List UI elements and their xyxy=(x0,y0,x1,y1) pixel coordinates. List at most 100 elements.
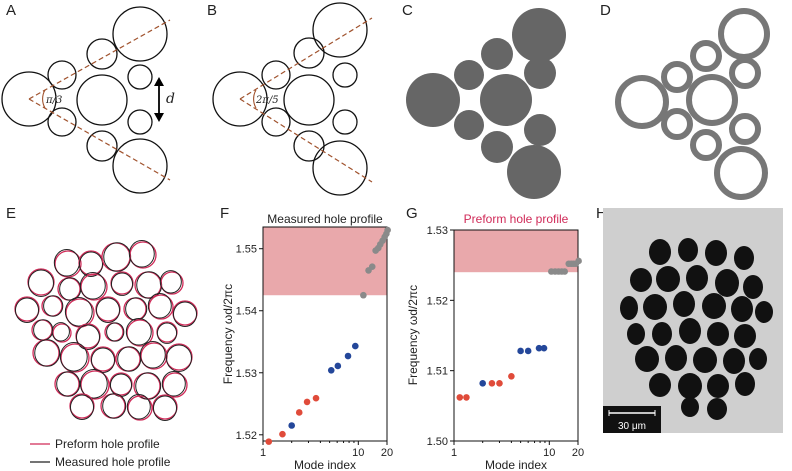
measured-hole xyxy=(166,344,192,372)
chart-f-frame xyxy=(262,226,388,442)
chart-g-xtick-label: 20 xyxy=(572,447,584,459)
sem-hole xyxy=(715,269,739,297)
measured-hole xyxy=(33,319,54,341)
sem-hole xyxy=(656,266,680,292)
preform-hole xyxy=(127,395,153,421)
preform-hole xyxy=(123,297,147,321)
chart-f-ytick-label: 1.52 xyxy=(236,430,257,442)
panel-label-e: E xyxy=(6,205,16,222)
measured-hole xyxy=(79,369,108,399)
sem-hole xyxy=(707,322,729,346)
chart-f-point-blue xyxy=(327,366,335,374)
panel-label-b: B xyxy=(207,2,217,19)
measured-hole xyxy=(156,322,178,344)
measured-hole xyxy=(125,318,152,346)
sem-hole xyxy=(702,293,726,319)
chart-f-xlabel: Mode index xyxy=(294,458,356,471)
chart-f-point-red xyxy=(265,438,273,445)
angle-label-b: 2π/5 xyxy=(255,95,279,106)
measured-hole xyxy=(34,339,61,367)
measured-hole xyxy=(102,393,127,419)
chart-g-point-blue xyxy=(517,347,524,355)
chart-g-ytick-label: 1.50 xyxy=(427,436,448,448)
chart-g-xtick-label: 1 xyxy=(451,447,457,459)
preform-hole xyxy=(57,277,81,301)
measured-hole xyxy=(147,293,172,319)
sem-hole xyxy=(735,372,755,396)
measured-hole xyxy=(75,324,101,350)
preform-hole xyxy=(52,323,72,343)
preform-hole xyxy=(109,372,133,396)
scale-bar-box xyxy=(603,406,661,433)
chart-g-point-red xyxy=(488,380,496,387)
chart-f-point-gray xyxy=(368,263,376,270)
preform-hole xyxy=(31,319,53,341)
sem-hole xyxy=(627,323,645,345)
legend-measured: Measured hole profile xyxy=(55,455,171,469)
chart-g-point-red xyxy=(496,380,503,387)
measured-hole xyxy=(139,341,166,369)
measured-hole xyxy=(59,277,82,301)
chart-g-point-gray xyxy=(561,268,568,275)
measured-hole xyxy=(161,371,186,397)
measured-hole xyxy=(79,272,106,300)
chart-g-frame xyxy=(453,229,579,442)
preform-hole xyxy=(60,343,90,373)
sem-hole xyxy=(643,294,667,320)
preform-hole xyxy=(69,393,95,419)
sem-hole xyxy=(734,246,754,270)
chart-g-point-blue xyxy=(479,380,486,387)
preform-hole xyxy=(32,339,60,367)
chart-f-xtick-label: 1 xyxy=(260,447,266,459)
chart-g-ytick-label: 1.51 xyxy=(427,366,448,378)
panel-b-hole-diagram xyxy=(212,2,373,196)
preform-hole xyxy=(80,370,110,400)
measured-hole xyxy=(159,270,182,294)
sem-hole xyxy=(649,373,671,397)
measured-hole xyxy=(59,342,88,372)
preform-hole xyxy=(115,346,141,372)
chart-f-point-blue xyxy=(288,422,295,429)
panel-label-d: D xyxy=(600,2,611,19)
chart-f-point-gray xyxy=(384,226,391,234)
panel-label-a: A xyxy=(6,2,16,19)
chart-f-title: Measured hole profile xyxy=(267,212,383,226)
angle-label-a: π/3 xyxy=(45,95,62,106)
sem-hole xyxy=(679,318,701,344)
sem-hole xyxy=(630,268,652,292)
sem-hole xyxy=(681,397,699,417)
measured-hole xyxy=(136,271,163,299)
measured-hole xyxy=(28,269,54,297)
scale-bar-label: 30 μm xyxy=(618,421,646,432)
preform-hole xyxy=(54,371,80,397)
preform-hole xyxy=(110,271,134,295)
preform-hole xyxy=(54,250,82,278)
preform-hole xyxy=(148,294,174,320)
chart-g-ytick-label: 1.53 xyxy=(427,225,448,237)
chart-g-point-blue xyxy=(540,344,548,352)
chart-f-xtick-label: 10 xyxy=(352,447,364,459)
chart-g-point-gray xyxy=(575,257,582,265)
sem-hole xyxy=(731,296,753,322)
measured-hole xyxy=(14,297,40,323)
chart-g-xlabel: Mode index xyxy=(485,458,547,471)
sem-hole xyxy=(649,239,671,265)
panel-label-g: G xyxy=(406,205,418,222)
sem-hole xyxy=(652,322,672,346)
measured-hole xyxy=(128,240,155,268)
measured-hole xyxy=(125,297,148,321)
panel-a-hole-diagram xyxy=(1,6,171,194)
sem-hole xyxy=(743,275,763,299)
sem-hole xyxy=(755,301,773,323)
panel-d-ring-holes xyxy=(615,8,770,200)
preform-hole xyxy=(27,268,55,296)
chart-g-point-red xyxy=(456,394,464,401)
measured-hole xyxy=(64,297,93,327)
preform-hole xyxy=(133,372,161,400)
preform-hole xyxy=(126,319,154,347)
chart-g-point-blue xyxy=(535,344,543,352)
chart-f-ytick-label: 1.53 xyxy=(236,368,257,380)
panel-c-filled-holes xyxy=(406,8,566,199)
measured-hole xyxy=(95,297,121,323)
